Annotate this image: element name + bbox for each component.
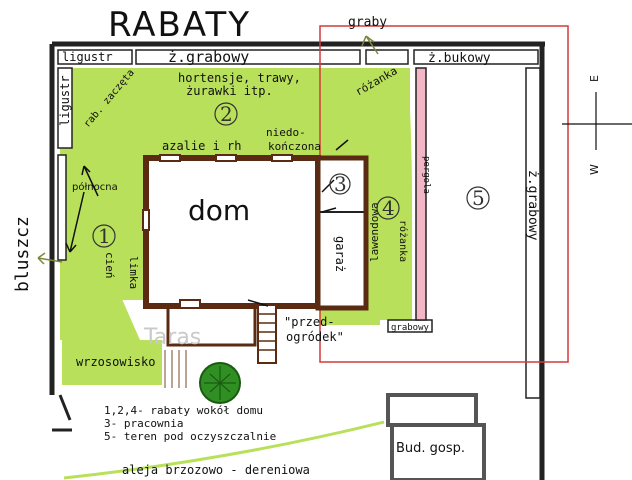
label-niedokonczona-1: niedo- bbox=[266, 126, 306, 139]
terrace-steps bbox=[258, 313, 276, 351]
label-aleja: aleja brzozowo - dereniowa bbox=[122, 463, 310, 477]
house-window-top-3 bbox=[271, 154, 293, 162]
aleja-path bbox=[63, 420, 385, 480]
label-taras: Taras bbox=[143, 325, 201, 350]
hedge-ligustr-side bbox=[57, 67, 73, 149]
label-rozanka-side: różanka bbox=[397, 220, 409, 262]
bed-wrzosowisko bbox=[62, 340, 162, 385]
bed-2-top bbox=[60, 68, 408, 106]
label-hortensje-1: hortensje, trawy, bbox=[178, 71, 301, 85]
label-limka: limka bbox=[127, 256, 140, 289]
farm-building bbox=[386, 393, 486, 480]
label-ligustr-top: ligustr bbox=[62, 50, 113, 64]
zone-numbers: 1 2 3 4 5 bbox=[92, 102, 490, 248]
hedge-pergola-strip bbox=[415, 67, 427, 321]
compass-e-label: E bbox=[588, 75, 601, 82]
wrzosowisko-steps bbox=[164, 350, 187, 388]
hedge-ligustr-top bbox=[57, 49, 133, 65]
label-wrzosowisko: wrzosowisko bbox=[76, 355, 155, 369]
svg-text:3: 3 bbox=[334, 172, 347, 196]
label-grabowy-right: ż.grabowy bbox=[525, 170, 540, 241]
hedge-bukowy bbox=[413, 49, 539, 65]
garage-mark-lines bbox=[321, 179, 337, 213]
hedge-grabowy-right bbox=[525, 67, 541, 399]
label-hortensje-2: żurawki itp. bbox=[186, 84, 273, 98]
hedges bbox=[57, 49, 541, 399]
legend-line-2: 3- pracownia bbox=[104, 417, 183, 430]
polnocna-arrow-up-icon bbox=[81, 165, 99, 197]
house-outline bbox=[143, 155, 321, 309]
label-dom: dom bbox=[188, 194, 250, 227]
label-polnocna: północna bbox=[72, 181, 118, 193]
hedge-grab-small bbox=[365, 49, 409, 65]
label-grabowy-top: ż.grabowy bbox=[168, 48, 249, 66]
terrace bbox=[164, 304, 277, 388]
label-przedogrodek-1: "przed- bbox=[284, 315, 335, 329]
property-fence bbox=[49, 41, 545, 480]
svg-text:1: 1 bbox=[98, 224, 111, 248]
terrace-diagonal bbox=[247, 299, 269, 307]
zone-number-5: 5 bbox=[466, 186, 490, 210]
hedge-left-north bbox=[57, 154, 67, 261]
svg-text:4: 4 bbox=[382, 196, 395, 220]
label-bud-gosp: Bud. gosp. bbox=[396, 441, 465, 456]
graby-arrow-icon bbox=[361, 35, 379, 55]
plan-title: RABATY bbox=[108, 5, 251, 45]
polnocna-arrow-down-icon bbox=[65, 191, 85, 253]
house-window-top bbox=[215, 154, 237, 162]
compass-icon bbox=[562, 92, 632, 150]
bluszcz-arrow-icon bbox=[37, 252, 63, 265]
hedge-grabowy-small bbox=[387, 319, 433, 333]
garage-door-line bbox=[335, 139, 349, 151]
label-garaz: garaż bbox=[333, 236, 347, 272]
label-lawendowa: lawendowa bbox=[368, 202, 381, 262]
hedge-grabowy-top bbox=[135, 49, 361, 65]
label-graby: graby bbox=[348, 15, 387, 30]
label-przedogrodek-2: ogródek" bbox=[286, 330, 344, 344]
zone-number-4: 4 bbox=[376, 196, 400, 220]
buildings bbox=[142, 154, 369, 311]
label-pergola: pergola bbox=[421, 156, 431, 194]
legend-line-3: 5- teren pod oczyszczalnie bbox=[104, 430, 276, 443]
svg-text:2: 2 bbox=[220, 102, 233, 126]
label-bluszcz: bluszcz bbox=[12, 216, 33, 292]
zone-number-1: 1 bbox=[92, 224, 116, 248]
house-window-top-2 bbox=[159, 154, 181, 162]
arrows bbox=[37, 35, 379, 307]
label-ligustr-side: ligustr bbox=[58, 75, 72, 126]
zone-number-2: 2 bbox=[214, 102, 238, 126]
svg-text:5: 5 bbox=[472, 186, 485, 210]
label-grabowy-small: grabowy bbox=[391, 323, 430, 333]
tree-icon bbox=[199, 362, 241, 404]
house-window-left bbox=[142, 209, 150, 231]
label-bukowy: ż.bukowy bbox=[428, 51, 491, 66]
house-door bbox=[179, 299, 201, 309]
label-azalie: azalie i rh bbox=[162, 139, 241, 153]
label-cien: cień bbox=[103, 252, 116, 279]
compass-w-label: W bbox=[588, 164, 601, 175]
legend-line-1: 1,2,4- rabaty wokół domu bbox=[104, 404, 263, 417]
garage-outline bbox=[315, 155, 369, 311]
zone-number-3: 3 bbox=[329, 172, 351, 196]
label-niedokonczona-2: kończona bbox=[268, 140, 321, 153]
